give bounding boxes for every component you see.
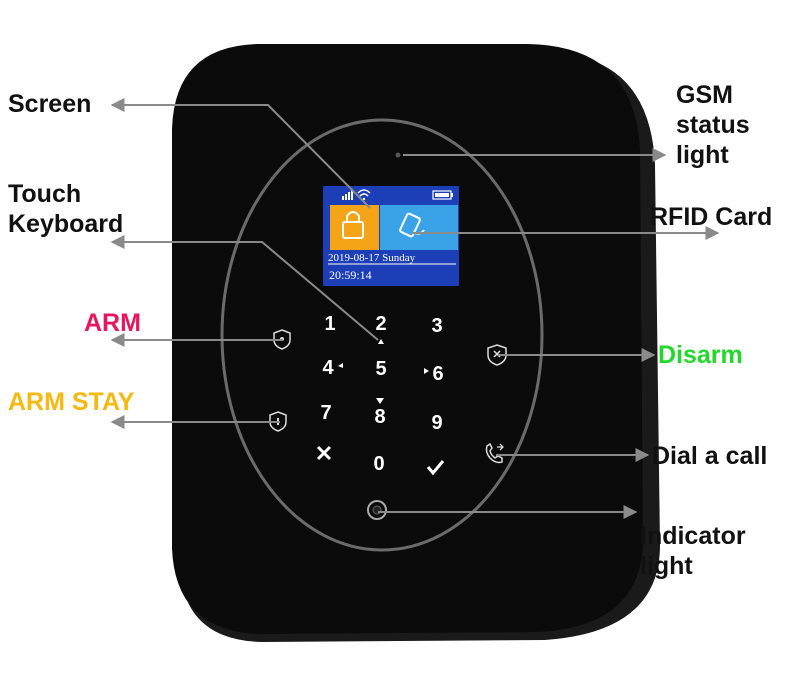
gsm-light-dot xyxy=(395,152,401,158)
key-8[interactable]: 8 xyxy=(374,406,385,428)
key-1[interactable]: 1 xyxy=(324,313,335,335)
wifi-icon xyxy=(357,189,371,201)
label-screen: Screen xyxy=(8,90,92,118)
down-arrow-icon xyxy=(376,398,384,404)
label-dial-a-call: Dial a call xyxy=(652,442,768,470)
glow-ring xyxy=(220,118,544,552)
screen-time: 20:59:14 xyxy=(329,268,372,282)
up-arrow-icon xyxy=(378,339,384,344)
lock-icon xyxy=(342,211,364,239)
key-0[interactable]: 0 xyxy=(373,453,384,475)
key-3[interactable]: 3 xyxy=(431,315,442,337)
key-9[interactable]: 9 xyxy=(431,412,442,434)
dial-icon[interactable] xyxy=(485,442,504,464)
label-arm: ARM xyxy=(84,309,141,337)
label-indicator-light: Indicator light xyxy=(640,522,746,580)
left-arrow-icon xyxy=(338,363,343,368)
key-6[interactable]: 6 xyxy=(432,363,443,385)
key-5[interactable]: 5 xyxy=(375,358,386,380)
cancel-icon[interactable] xyxy=(316,445,332,461)
lcd-screen xyxy=(323,186,459,286)
screen-date: 2019-08-17 Sunday xyxy=(328,252,416,264)
key-4[interactable]: 4 xyxy=(322,357,334,379)
key-7[interactable]: 7 xyxy=(320,402,331,424)
label-touch-keyboard: Touch Keyboard xyxy=(8,180,124,238)
confirm-icon[interactable] xyxy=(426,460,445,476)
signal-icon xyxy=(342,190,353,200)
right-arrow-icon xyxy=(424,368,429,374)
label-arm-stay: ARM STAY xyxy=(8,388,135,416)
key-2[interactable]: 2 xyxy=(375,313,386,335)
label-rfid-card: RFID Card xyxy=(650,203,773,231)
battery-icon xyxy=(432,190,453,200)
rfid-tile xyxy=(380,205,458,250)
label-disarm: Disarm xyxy=(658,341,743,369)
touch-keypad: 1 2 3 4 5 6 7 8 9 0 xyxy=(316,313,445,476)
callout-screen xyxy=(110,98,371,209)
label-gsm-status-light: GSM status light xyxy=(676,81,750,169)
device-body xyxy=(172,44,643,634)
callout-touch-keyboard xyxy=(110,235,379,341)
callouts xyxy=(110,98,720,519)
